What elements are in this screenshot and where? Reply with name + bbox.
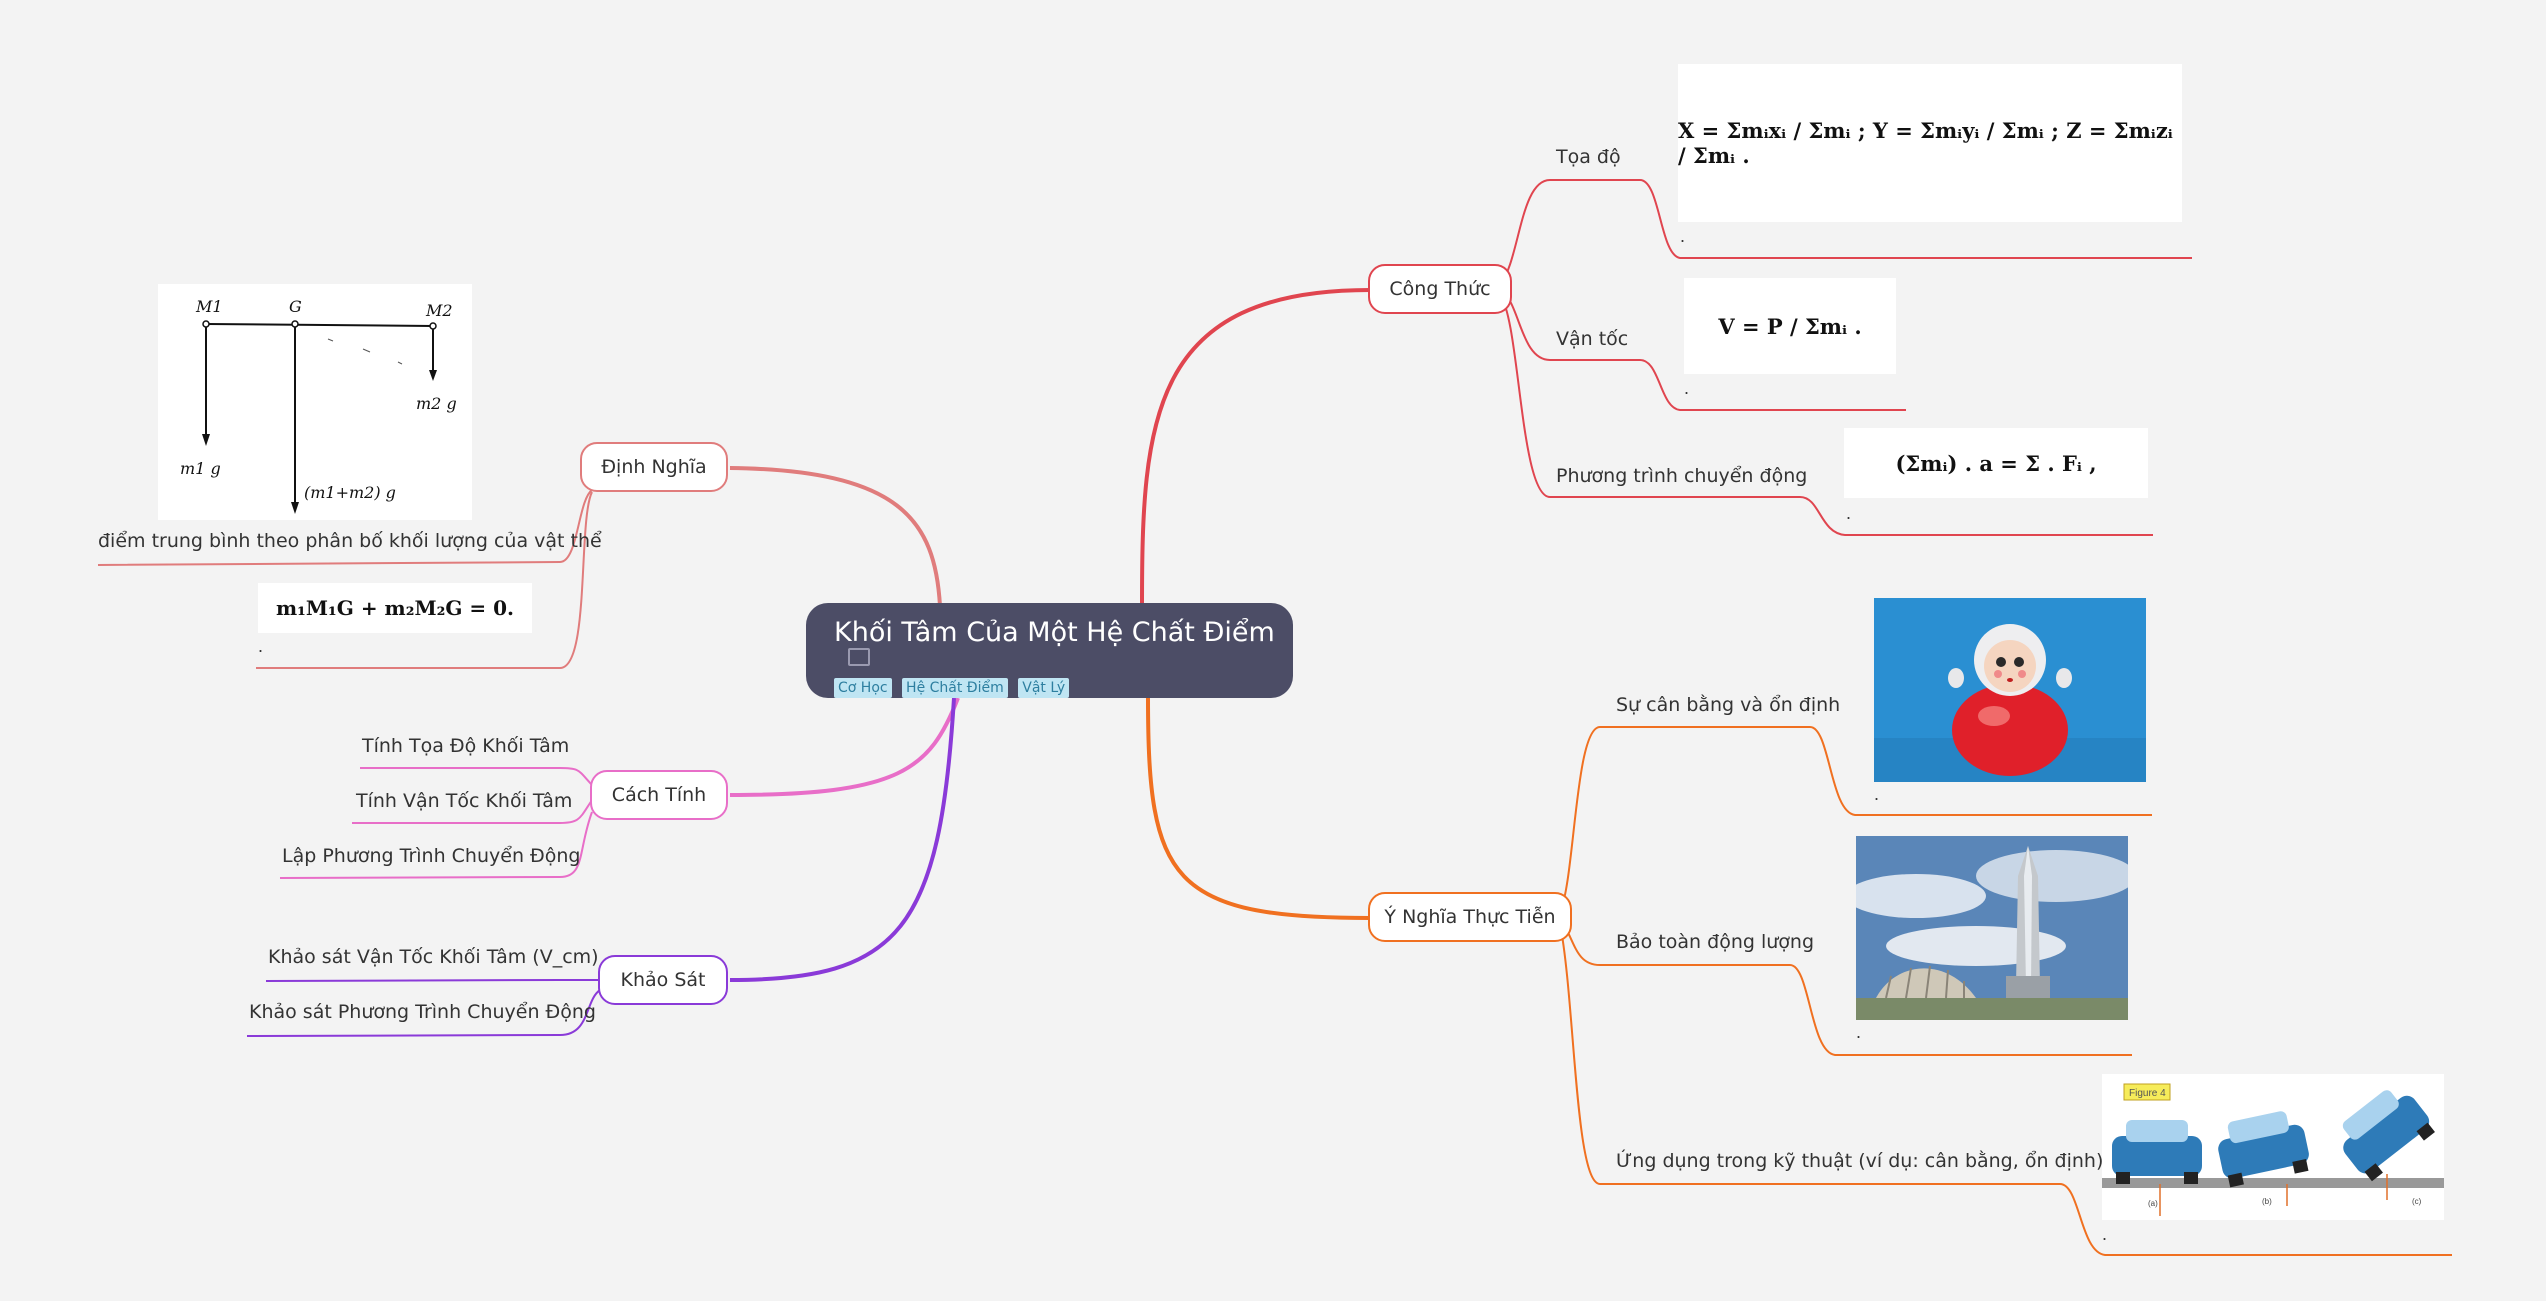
phuong-trinh-dot[interactable]: . <box>1846 503 1852 523</box>
roly-poly-doll-image <box>1874 598 2146 782</box>
rocket-svg <box>1856 836 2128 1020</box>
root-topic[interactable]: Khối Tâm Của Một Hệ Chất Điểm Cơ Học Hệ … <box>806 603 1293 699</box>
cach-tinh-child-2[interactable]: Tính Vận Tốc Khối Tâm <box>356 790 573 812</box>
connector-root-dinh-nghia <box>729 466 942 607</box>
branch-y-nghia-label: Ý Nghĩa Thực Tiễn <box>1384 906 1556 928</box>
y-nghia-child-can-bang[interactable]: Sự cân bằng và ổn định <box>1616 694 1841 716</box>
root-tags: Cơ Học Hệ Chất Điểm Vật Lý <box>834 678 1265 699</box>
branch-dinh-nghia-label: Định Nghĩa <box>601 456 707 478</box>
khao-sat-child-2[interactable]: Khảo sát Phương Trình Chuyển Động <box>249 1001 596 1023</box>
tag-co-hoc[interactable]: Cơ Học <box>834 678 892 699</box>
diagram-svg: M1 G M2 m2 g m1 g (m1+m2) g <box>180 297 457 514</box>
can-bang-dot[interactable]: . <box>1874 784 1880 804</box>
figure-label: Figure 4 <box>2129 1088 2166 1099</box>
connector-root-khao-sat <box>729 697 956 982</box>
toa-do-dot[interactable]: . <box>1680 226 1686 246</box>
khao-sat-child-1[interactable]: Khảo sát Vận Tốc Khối Tâm (V_cm) <box>268 946 599 968</box>
cong-thuc-child-phuong-trinh[interactable]: Phương trình chuyển động <box>1556 465 1808 487</box>
car-tilt-svg: Figure 4 (a) (b) (c) <box>2102 1074 2444 1220</box>
dinh-nghia-child-1[interactable]: điểm trung bình theo phân bố khối lượng … <box>98 530 602 552</box>
branch-cong-thuc[interactable]: Công Thức <box>1368 264 1512 314</box>
bao-toan-dot[interactable]: . <box>1856 1022 1862 1042</box>
branch-khao-sat-label: Khảo Sát <box>620 969 706 991</box>
note-icon[interactable] <box>848 648 870 666</box>
toa-do-formula: X = Σmᵢxᵢ / Σmᵢ ; Y = Σmᵢyᵢ / Σmᵢ ; Z = … <box>1678 64 2182 222</box>
figure-sublabel-b: (b) <box>2262 1197 2272 1206</box>
label-m1g: m1 g <box>180 459 221 478</box>
connector-root-y-nghia <box>1146 697 1371 920</box>
cong-thuc-child-van-toc[interactable]: Vận tốc <box>1556 328 1629 350</box>
figure-sublabel-a: (a) <box>2148 1199 2158 1208</box>
branch-cach-tinh-label: Cách Tính <box>611 784 707 806</box>
ung-dung-dot[interactable]: . <box>2102 1224 2108 1244</box>
cach-tinh-child-3[interactable]: Lập Phương Trình Chuyển Động <box>282 845 581 867</box>
dinh-nghia-child-2[interactable]: . <box>258 636 264 656</box>
figure-sublabel-c: (c) <box>2412 1197 2422 1206</box>
label-m1: M1 <box>195 297 223 316</box>
center-of-mass-diagram: M1 G M2 m2 g m1 g (m1+m2) g <box>158 284 472 520</box>
car-tilt-figure-image: Figure 4 (a) (b) (c) <box>2102 1074 2444 1220</box>
van-toc-formula: V = P / Σmᵢ . <box>1684 278 1896 374</box>
label-m1m2g: (m1+m2) g <box>304 483 396 502</box>
tag-he-chat-diem[interactable]: Hệ Chất Điểm <box>902 678 1008 699</box>
branch-cong-thuc-label: Công Thức <box>1389 278 1491 300</box>
branch-khao-sat[interactable]: Khảo Sát <box>598 955 728 1005</box>
root-title: Khối Tâm Của Một Hệ Chất Điểm <box>834 617 1275 648</box>
label-m2g: m2 g <box>416 394 457 413</box>
branch-cach-tinh[interactable]: Cách Tính <box>590 770 728 820</box>
connector-root-cong-thuc <box>1140 288 1371 607</box>
y-nghia-child-ung-dung[interactable]: Ứng dụng trong kỹ thuật (ví dụ: cân bằng… <box>1616 1150 2104 1172</box>
branch-y-nghia[interactable]: Ý Nghĩa Thực Tiễn <box>1368 892 1572 942</box>
label-m2: M2 <box>425 301 453 320</box>
roly-poly-svg <box>1874 598 2146 782</box>
phuong-trinh-formula: (Σmᵢ) . a = Σ . Fᵢ , <box>1844 428 2148 498</box>
cong-thuc-child-toa-do[interactable]: Tọa độ <box>1556 146 1621 168</box>
cach-tinh-child-1[interactable]: Tính Tọa Độ Khối Tâm <box>362 735 570 757</box>
connector-root-cach-tinh <box>729 697 960 797</box>
van-toc-dot[interactable]: . <box>1684 378 1690 398</box>
rocket-launch-site-image <box>1856 836 2128 1020</box>
branch-dinh-nghia[interactable]: Định Nghĩa <box>580 442 728 492</box>
tag-vat-ly[interactable]: Vật Lý <box>1018 678 1070 699</box>
dinh-nghia-formula: m₁M₁G + m₂M₂G = 0. <box>258 583 532 633</box>
y-nghia-child-bao-toan[interactable]: Bảo toàn động lượng <box>1616 931 1815 953</box>
label-g: G <box>289 297 302 316</box>
